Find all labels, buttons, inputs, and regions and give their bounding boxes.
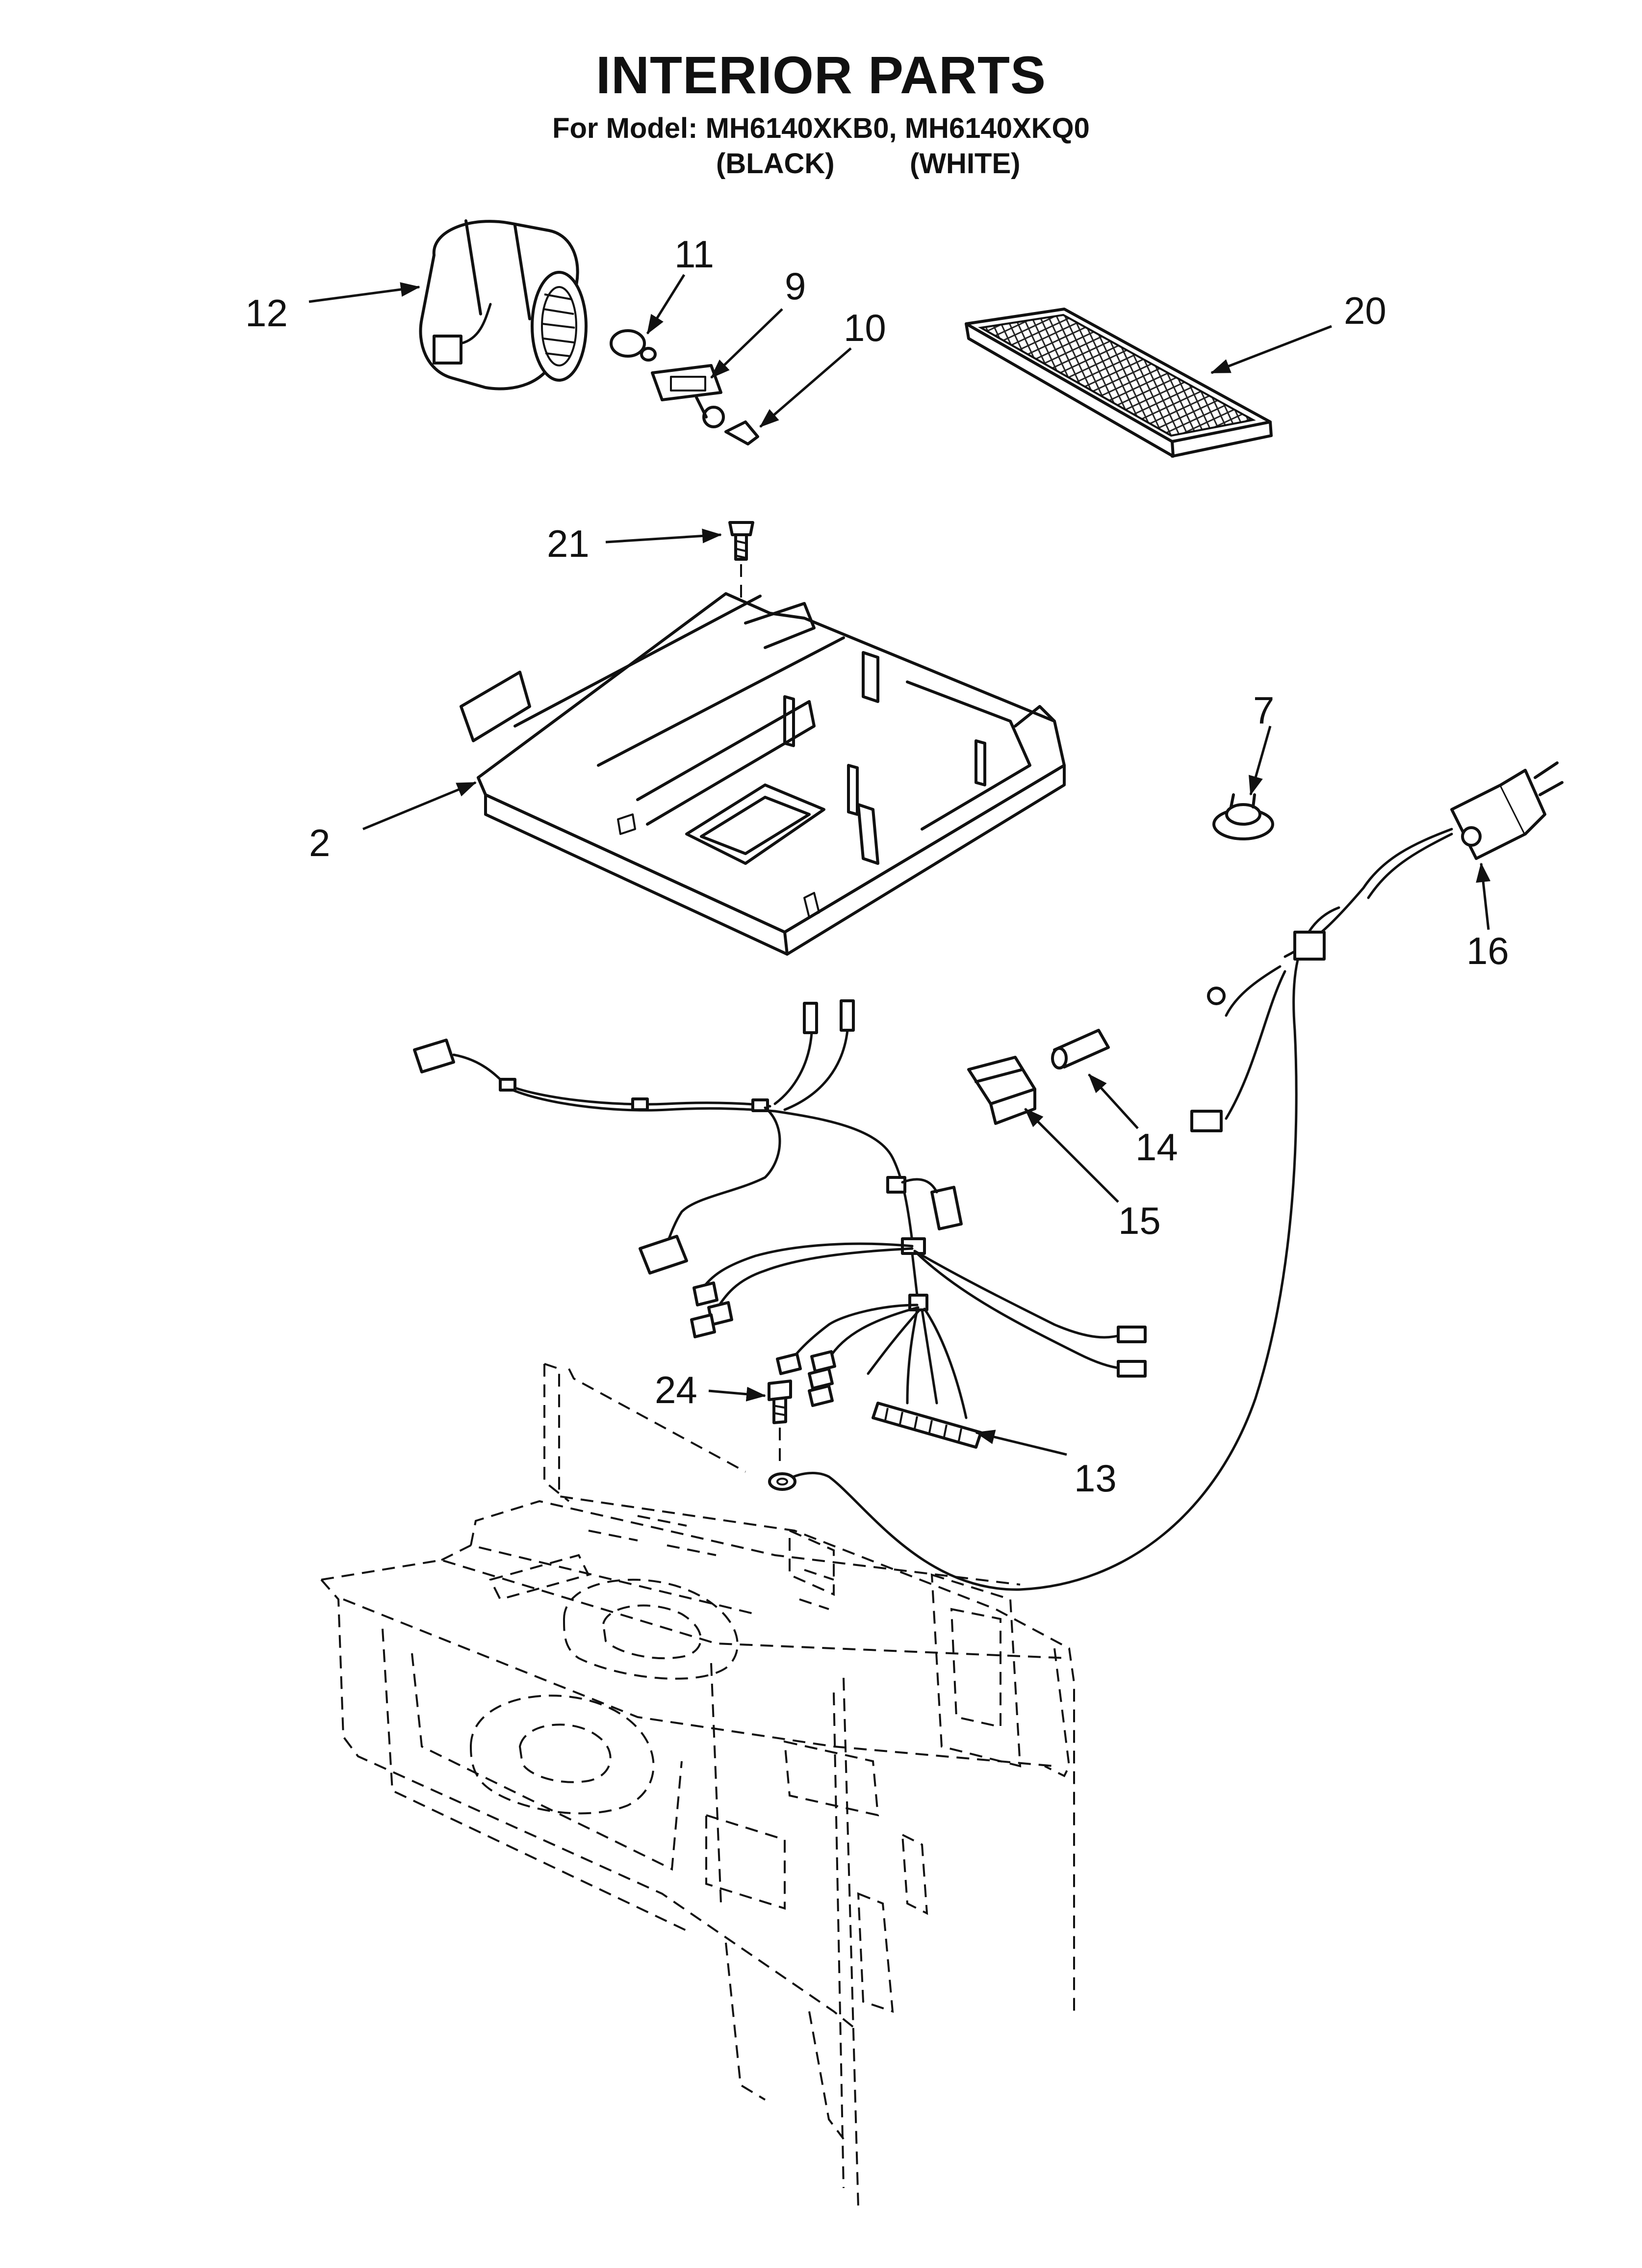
oven-cavity-outline [320,1363,1075,2208]
part-2-base-tray [460,592,1066,956]
callout-2: 2 [309,821,330,864]
part-24-ground-screw [768,1380,796,1491]
callout-7: 7 [1253,689,1274,732]
callout-11: 11 [674,233,714,276]
callout-12: 12 [245,291,288,335]
callout-21: 21 [547,522,590,565]
part-13-wire-harness [413,999,1147,1449]
callout-10: 10 [844,306,886,349]
variant-black-label: (BLACK) [716,148,835,180]
variant-white-label: (WHITE) [910,148,1021,180]
callout-14: 14 [1135,1125,1178,1169]
callout-15: 15 [1118,1199,1161,1242]
part-9-lamp-holder [651,364,725,428]
callout-20: 20 [1344,289,1386,332]
callout-labels: 12 11 9 10 20 21 2 7 16 14 15 24 13 [245,233,1509,1500]
part-16-power-cord [783,761,1564,1591]
callout-9: 9 [785,264,806,308]
part-15-fuse-holder [967,1056,1036,1125]
page-title: INTERIOR PARTS [595,45,1047,104]
callout-24: 24 [655,1368,697,1411]
model-line: For Model: MH6140XKB0, MH6140XKQ0 [552,112,1090,144]
callout-arrows [308,274,1491,1456]
part-12-blower-motor [419,219,588,391]
part-20-filter [965,308,1273,458]
part-7-thermostat [1212,793,1274,840]
callout-13: 13 [1074,1457,1117,1500]
part-10-clip [724,420,759,445]
part-14-fuse [1051,1029,1110,1069]
part-11-lamp-ring [610,329,657,362]
callout-16: 16 [1466,929,1509,972]
